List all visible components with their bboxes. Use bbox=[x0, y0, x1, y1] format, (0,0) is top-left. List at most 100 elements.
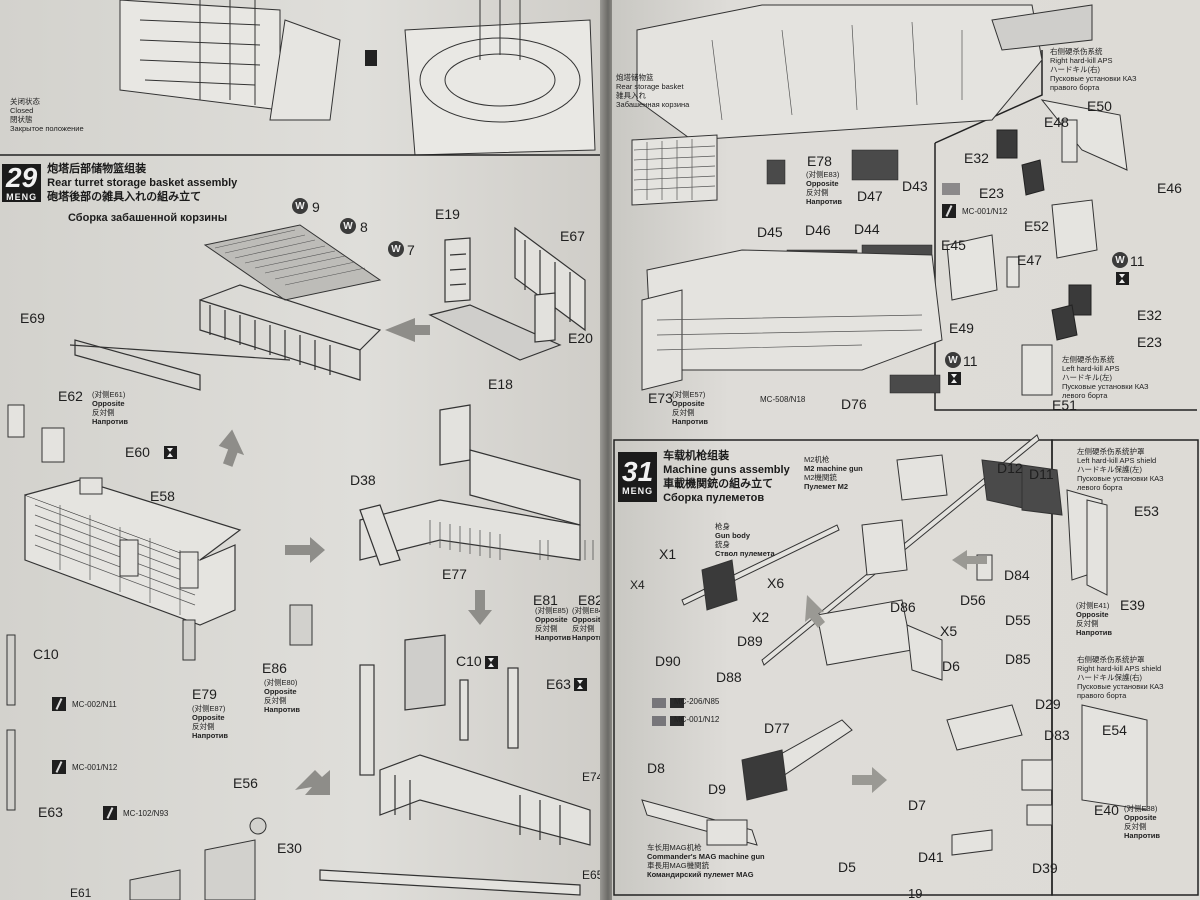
part-label: E30 bbox=[277, 840, 302, 856]
opposite-note: (对侧E38) Opposite 反対側 Напротив bbox=[1124, 804, 1160, 840]
part-label: X5 bbox=[940, 623, 958, 639]
step-31-title-ru: Сборка пулеметов bbox=[663, 492, 765, 504]
part-label: E51 bbox=[1052, 397, 1077, 413]
part-label: E23 bbox=[979, 185, 1004, 201]
step-29-title-jp: 砲塔後部の雑具入れの組み立て bbox=[47, 191, 202, 203]
part-label: E50 bbox=[1087, 98, 1112, 114]
part-label: E32 bbox=[1137, 307, 1162, 323]
part-label: E52 bbox=[1024, 218, 1049, 234]
left-aps-label: 左侧硬杀伤系统 Left hard-kill APS ハードキル(左) Пуск… bbox=[1062, 355, 1149, 400]
part-label: E46 bbox=[1157, 180, 1182, 196]
paint-callout: MC-001/N12 bbox=[52, 760, 117, 774]
part-label: X4 bbox=[630, 578, 645, 592]
paint-callout: MC-001/N12 bbox=[674, 715, 720, 724]
part-label: C10 bbox=[456, 653, 482, 669]
w11-badge: W bbox=[945, 352, 961, 368]
part-label: D39 bbox=[1032, 860, 1058, 876]
opposite-note: (对侧E61) Opposite 反対側 Напротив bbox=[92, 390, 128, 426]
brush-icon bbox=[942, 204, 956, 218]
part-label: E63 bbox=[546, 676, 571, 692]
opposite-note: (对侧E41) Opposite 反対側 Напротив bbox=[1076, 601, 1112, 637]
closed-state-label: 关闭状态 Closed 閉状態 Закрытое положение bbox=[10, 97, 84, 133]
hourglass-icon bbox=[164, 446, 177, 459]
part-label: E23 bbox=[1137, 334, 1162, 350]
step-29-header: 29 MENG 炮塔后部储物篮组装 Rear turret storage ba… bbox=[2, 163, 238, 203]
opposite-note: (对侧E57) Opposite 反対側 Напротив bbox=[672, 390, 708, 426]
step-31-header: 31 MENG 车载机枪组装 Machine guns assembly 車載機… bbox=[618, 450, 790, 504]
part-label: E86 bbox=[262, 660, 287, 676]
part-label: E18 bbox=[488, 376, 513, 392]
step-29-badge: 29 MENG bbox=[2, 164, 42, 202]
left-page-illustration bbox=[0, 0, 603, 900]
step-29-title-zh: 炮塔后部储物篮组装 bbox=[47, 163, 147, 175]
right-page-illustration bbox=[613, 4, 1199, 896]
hourglass-icon bbox=[485, 656, 498, 669]
right-shield-label: 右侧硬杀伤系统护罩 Right hard-kill APS shield ハード… bbox=[1077, 655, 1164, 700]
w9-badge: W bbox=[292, 198, 308, 214]
paint-callout: MC-508/N18 bbox=[760, 395, 806, 404]
part-label: D41 bbox=[918, 849, 944, 865]
opposite-note: (对侧E84) Opposite 反対側 Напротив bbox=[572, 606, 603, 642]
part-label: E67 bbox=[560, 228, 585, 244]
part-label: E49 bbox=[949, 320, 974, 336]
hourglass-icon bbox=[948, 372, 961, 385]
page-number: 19 bbox=[908, 886, 923, 900]
part-label: D38 bbox=[350, 472, 376, 488]
paint-callout: MC-002/N11 bbox=[52, 697, 117, 711]
part-label: E54 bbox=[1102, 722, 1127, 738]
m2-label: M2机枪 M2 machine gun M2機関銃 Пулемет M2 bbox=[804, 455, 863, 491]
part-label: X1 bbox=[659, 546, 677, 562]
step-31-title-jp: 車載機関銃の組み立て bbox=[663, 478, 774, 490]
paint-callout: MC-102/N93 bbox=[103, 806, 168, 820]
part-label: D5 bbox=[838, 859, 856, 875]
mag-label: 车长用MAG机枪 Commander's MAG machine gun 車長用… bbox=[647, 843, 765, 879]
part-label: D88 bbox=[716, 669, 742, 685]
step-29-title-en: Rear turret storage basket assembly bbox=[47, 177, 238, 189]
part-label: D47 bbox=[857, 188, 883, 204]
part-label: E45 bbox=[941, 237, 966, 253]
opposite-note: (对侧E87) Opposite 反対側 Напротив bbox=[192, 704, 228, 740]
part-label: E62 bbox=[58, 388, 83, 404]
part-label: D44 bbox=[854, 221, 880, 237]
part-label: E53 bbox=[1134, 503, 1159, 519]
w11-number: 11 bbox=[1130, 253, 1145, 269]
part-label: E63 bbox=[38, 804, 63, 820]
part-label: D77 bbox=[764, 720, 790, 736]
step-31-title-en: Machine guns assembly bbox=[663, 464, 790, 476]
part-label: E19 bbox=[435, 206, 460, 222]
paint-callout: MC-206/N85 bbox=[674, 697, 720, 706]
part-label: D85 bbox=[1005, 651, 1031, 667]
brush-icon bbox=[103, 806, 117, 820]
part-label: E81 bbox=[533, 592, 558, 608]
w11-badge: W bbox=[1112, 252, 1128, 268]
part-label: D46 bbox=[805, 222, 831, 238]
part-label: D56 bbox=[960, 592, 986, 608]
part-label: E79 bbox=[192, 686, 217, 702]
w8-badge: W bbox=[340, 218, 356, 234]
step-29-title-ru: Сборка забашенной корзины bbox=[68, 212, 228, 224]
part-label: E78 bbox=[807, 153, 832, 169]
w8-number: 8 bbox=[360, 219, 368, 235]
part-label: D8 bbox=[647, 760, 665, 776]
part-label: E20 bbox=[568, 330, 593, 346]
part-label: C10 bbox=[33, 646, 59, 662]
part-label: E74 bbox=[582, 770, 603, 784]
part-label: E61 bbox=[70, 886, 92, 900]
part-label: E73 bbox=[648, 390, 673, 406]
part-label: E56 bbox=[233, 775, 258, 791]
part-label: D55 bbox=[1005, 612, 1031, 628]
part-label: D84 bbox=[1004, 567, 1030, 583]
w9-number: 9 bbox=[312, 199, 320, 215]
left-shield-label: 左侧硬杀伤系统护罩 Left hard-kill APS shield ハードキ… bbox=[1077, 447, 1164, 492]
part-label: D83 bbox=[1044, 727, 1070, 743]
gun-body-label: 枪身 Gun body 銃身 Ствол пулемета bbox=[715, 522, 775, 558]
opposite-note: (对侧E85) Opposite 反対側 Напротив bbox=[535, 606, 571, 642]
w11-number: 11 bbox=[963, 353, 978, 369]
part-label: D45 bbox=[757, 224, 783, 240]
part-label: E69 bbox=[20, 310, 45, 326]
part-label: D6 bbox=[942, 658, 960, 674]
step-31-title-zh: 车载机枪组装 bbox=[663, 450, 730, 462]
paint-callout: MC-001/N12 bbox=[942, 204, 1007, 218]
part-label: E58 bbox=[150, 488, 175, 504]
hourglass-icon bbox=[574, 678, 587, 691]
